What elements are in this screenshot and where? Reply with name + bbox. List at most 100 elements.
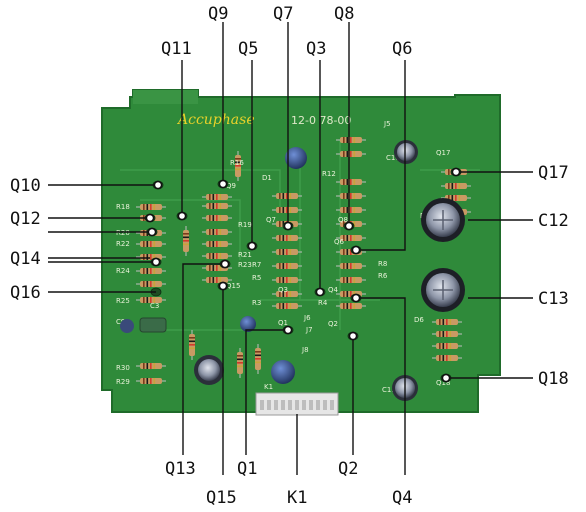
label-q3: Q3 <box>306 39 326 59</box>
silk-j8: J8 <box>301 346 309 354</box>
board-number: 12-0 78-00 <box>291 114 351 127</box>
resistor <box>183 226 189 256</box>
silk-r8: R8 <box>378 260 387 268</box>
resistor <box>136 281 166 287</box>
label-c12: C12 <box>538 211 569 231</box>
resistor <box>336 137 366 143</box>
label-q9: Q9 <box>208 4 228 24</box>
resistor <box>189 330 195 360</box>
resistor <box>336 277 366 283</box>
label-q2: Q2 <box>338 459 358 479</box>
resistor <box>202 194 232 200</box>
pcb-tab <box>133 90 198 104</box>
silk-r4: R4 <box>318 299 328 307</box>
connector-pin <box>302 400 306 410</box>
resistor <box>336 263 366 269</box>
connector-pin <box>323 400 327 410</box>
label-c13: C13 <box>538 289 569 309</box>
silk-k1: K1 <box>264 383 273 391</box>
resistor <box>202 203 232 209</box>
capacitor-blue-k1 <box>271 360 295 384</box>
connector-k1 <box>255 392 339 416</box>
label-q13: Q13 <box>165 459 196 479</box>
resistor <box>136 378 166 384</box>
resistor <box>272 249 302 255</box>
label-q15: Q15 <box>206 488 237 508</box>
resistor <box>136 297 166 303</box>
label-k1: K1 <box>287 488 307 508</box>
label-q8: Q8 <box>334 4 354 24</box>
silk-c10: C10 <box>386 154 400 162</box>
connector-pin <box>260 400 264 410</box>
silk-r20: R20 <box>116 229 130 237</box>
resistor <box>272 263 302 269</box>
capacitor-c10 <box>394 140 418 164</box>
silk-d6: D6 <box>414 316 424 324</box>
capacitor-c9 <box>120 319 134 333</box>
resistor <box>136 254 166 260</box>
silk-r19: R19 <box>238 221 252 229</box>
silk-c11: C11 <box>382 386 396 394</box>
label-q16: Q16 <box>10 283 41 303</box>
resistor <box>272 277 302 283</box>
resistor <box>202 229 232 235</box>
resistor <box>255 344 261 374</box>
capacitor-c12 <box>421 198 465 242</box>
resistor <box>272 193 302 199</box>
silk-r16: R16 <box>230 159 244 167</box>
capacitor-c3 <box>139 317 167 333</box>
resistor <box>336 179 366 185</box>
silk-r3: R3 <box>252 299 261 307</box>
silk-c9: C9 <box>116 318 125 326</box>
label-q11: Q11 <box>161 39 192 59</box>
label-q17: Q17 <box>538 163 569 183</box>
silk-r5: R5 <box>252 274 261 282</box>
connector-pin <box>288 400 292 410</box>
label-q4: Q4 <box>392 488 412 508</box>
label-q6: Q6 <box>392 39 412 59</box>
silkscreen-labels: R18 R20 R22 R24 R25 R30 R29 R19 R21 R23 … <box>116 120 450 394</box>
silk-q8: Q8 <box>338 216 348 224</box>
silk-r6: R6 <box>378 272 388 280</box>
silk-q17: Q17 <box>436 149 450 157</box>
silk-c3: C3 <box>150 302 159 310</box>
resistor <box>136 268 166 274</box>
resistor <box>272 291 302 297</box>
silk-r7: R7 <box>252 261 261 269</box>
resistor <box>272 303 302 309</box>
connector-pin <box>330 400 334 410</box>
connector-pin <box>309 400 313 410</box>
label-q10: Q10 <box>10 176 41 196</box>
resistor <box>202 215 232 221</box>
resistor <box>336 151 366 157</box>
resistor <box>336 193 366 199</box>
resistor <box>336 291 366 297</box>
silk-j7: J7 <box>305 326 313 334</box>
silk-q15: Q15 <box>226 282 240 290</box>
label-q12: Q12 <box>10 209 41 229</box>
capacitor-blue-mid <box>240 316 256 332</box>
silk-r29: R29 <box>116 378 130 386</box>
silk-q3: Q3 <box>278 286 288 294</box>
resistor <box>441 183 471 189</box>
silk-j6: J6 <box>303 314 311 322</box>
silk-q6: Q6 <box>334 238 345 246</box>
silk-r23: R23 <box>238 261 252 269</box>
resistor <box>235 151 241 181</box>
resistor <box>336 235 366 241</box>
resistor <box>202 241 232 247</box>
silk-r12: R12 <box>322 170 336 178</box>
label-q1: Q1 <box>237 459 257 479</box>
connector-pin <box>295 400 299 410</box>
resistor <box>336 303 366 309</box>
resistor <box>237 348 243 378</box>
silk-r22: R22 <box>116 240 130 248</box>
label-q7: Q7 <box>273 4 293 24</box>
label-q5: Q5 <box>238 39 258 59</box>
label-q18: Q18 <box>538 369 569 389</box>
silk-q9: Q9 <box>226 182 236 190</box>
resistor <box>272 235 302 241</box>
resistor <box>432 331 462 337</box>
resistor <box>202 253 232 259</box>
